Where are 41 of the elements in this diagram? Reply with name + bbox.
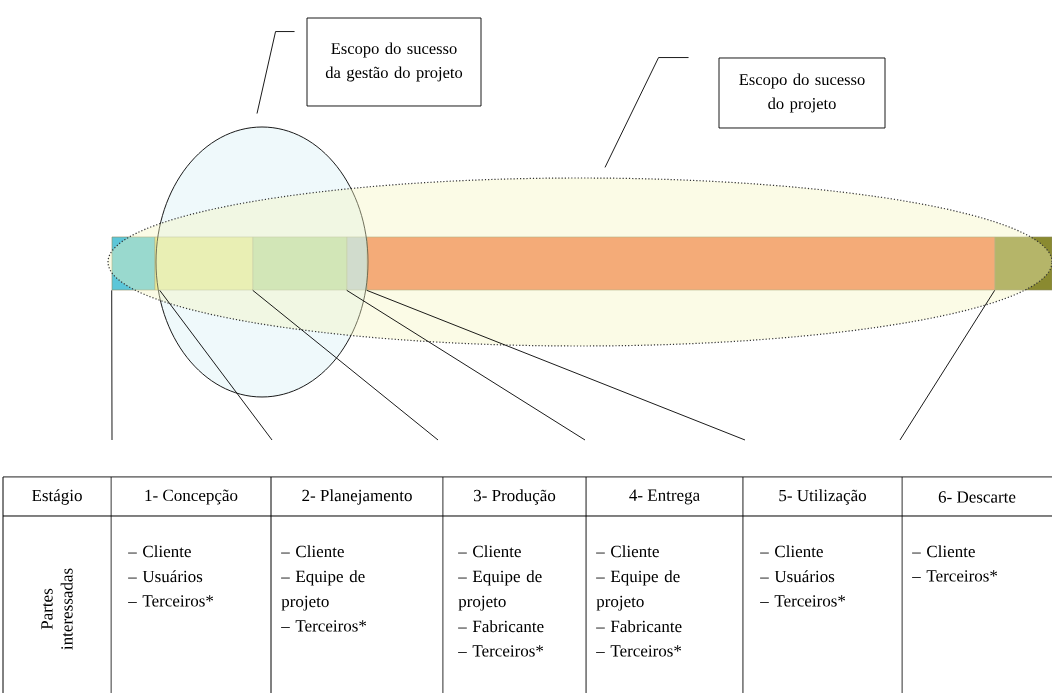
list-item: – Fabricante: [458, 620, 544, 633]
header-cell: 1- Concepção: [145, 489, 238, 505]
list-item: – Equipe de projeto: [281, 570, 365, 611]
list-item: – Usuários: [128, 570, 203, 583]
list-item: – Equipe de projeto: [596, 570, 680, 611]
text-box: Escopo do sucesso do projeto: [718, 57, 886, 129]
leader-line: [899, 289, 996, 441]
list-item: – Cliente: [912, 545, 975, 558]
leader-line: [252, 289, 439, 441]
list-item: – Terceiros*: [128, 595, 214, 607]
list-item: – Cliente: [596, 545, 659, 558]
header-cell: 3- Produção: [474, 489, 556, 505]
list-item: – Terceiros*: [458, 645, 544, 657]
list-item: – Fabricante: [596, 620, 682, 633]
leader-line: [604, 57, 689, 168]
header-cell: 5- Utilização: [779, 489, 866, 505]
leader-line: [256, 31, 295, 114]
list-item: – Terceiros*: [760, 595, 846, 607]
leader-line: [111, 289, 113, 441]
list-item: – Cliente: [281, 545, 344, 558]
header-cell: Estágio: [32, 489, 82, 505]
bar-segment: [346, 236, 368, 291]
list-item: – Terceiros*: [912, 570, 998, 582]
list-item: – Terceiros*: [596, 645, 682, 657]
bar-segment: [252, 236, 348, 291]
leader-line: [346, 289, 586, 441]
header-cell: 6- Descarte: [938, 491, 1016, 503]
dotted-ellipse: [107, 177, 1052, 347]
header-cell: 2- Planejamento: [302, 489, 412, 505]
list-item: – Equipe de projeto: [458, 570, 542, 611]
list-item: – Cliente: [760, 545, 823, 558]
list-item: – Terceiros*: [281, 620, 367, 632]
row-header: Partes interessadas: [41, 568, 73, 650]
header-cell: 4- Entrega: [629, 489, 700, 505]
list-item: – Usuários: [760, 570, 835, 583]
list-item: – Cliente: [128, 545, 191, 558]
list-item: – Cliente: [458, 545, 521, 558]
leader-line: [159, 289, 273, 441]
leader-line: [366, 289, 746, 441]
text-box: Escopo do sucesso da gestão do projeto: [306, 17, 482, 107]
bar-segment: [154, 236, 254, 291]
